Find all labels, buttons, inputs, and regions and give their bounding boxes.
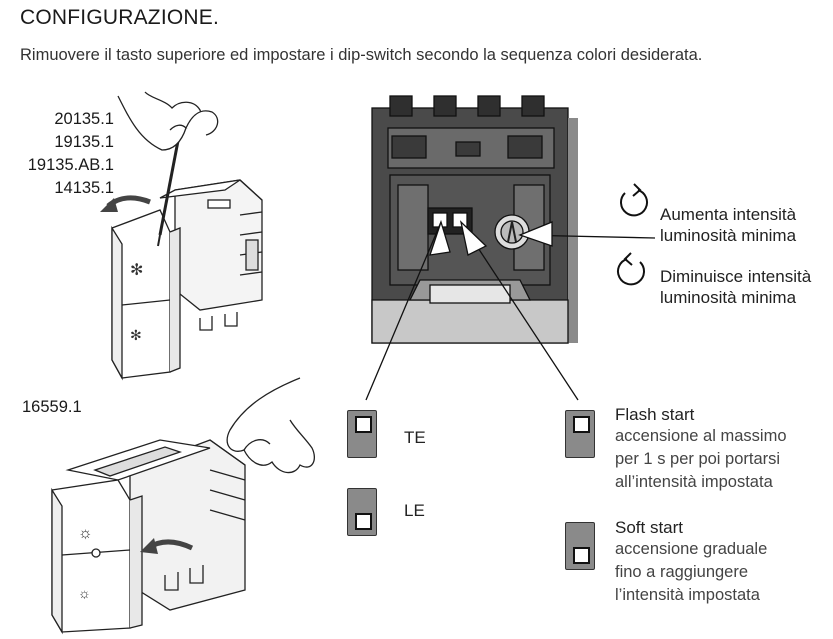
device-bottom-illustration: ☼ ☼ [51,377,315,635]
flash-start-line: all’intensità impostata [615,473,773,491]
dip-switch-lever [573,547,590,564]
dip-switch-le-icon [347,488,377,536]
flash-start-line: per 1 s per poi portarsi [615,450,781,468]
flash-start-description: Flash start accensione al massimo per 1 … [615,404,787,494]
soft-start-line: fino a raggiungere [615,563,749,581]
svg-text:✻: ✻ [130,327,142,343]
increase-label: Aumenta intensità luminosità minima [660,204,796,246]
svg-text:☼: ☼ [78,585,91,601]
decrease-label: Diminuisce intensità luminosità minima [660,266,811,308]
page-title: CONFIGURAZIONE. [20,6,220,29]
device-code: 19135.1 [54,133,114,151]
device-top-illustration: ✻ ✻ [100,91,263,381]
flash-start-line: accensione al massimo [615,427,787,445]
decrease-label-line: luminosità minima [660,288,797,307]
rotate-clockwise-icon [620,183,648,217]
device-code-bottom: 16559.1 [22,398,82,416]
device-codes-top: 20135.1 19135.1 19135.AB.1 14135.1 [14,108,114,200]
soft-start-line: l’intensità impostata [615,586,760,604]
rotate-counterclockwise-icon [617,252,645,286]
soft-start-description: Soft start accensione graduale fino a ra… [615,517,767,607]
soft-start-line: accensione graduale [615,540,768,558]
page-subtitle: Rimuovere il tasto superiore ed impostar… [20,46,703,64]
te-label: TE [404,428,426,447]
dip-switch-te-icon [347,410,377,458]
svg-text:✻: ✻ [130,262,143,279]
decrease-label-line: Diminuisce intensità [660,267,812,286]
device-center-illustration [365,95,656,401]
increase-label-line: Aumenta intensità [660,205,797,224]
device-code: 20135.1 [54,110,114,128]
flash-start-title: Flash start [615,405,695,424]
le-label: LE [404,501,425,520]
dip-switch-lever [355,416,372,433]
device-code: 14135.1 [54,179,114,197]
dip-switch-soft-icon [565,522,595,570]
dip-switch-lever [355,513,372,530]
increase-label-line: luminosità minima [660,226,797,245]
dip-switch-flash-icon [565,410,595,458]
soft-start-title: Soft start [615,518,684,537]
device-code: 19135.AB.1 [27,156,114,174]
dip-switch-lever [573,416,590,433]
svg-text:☼: ☼ [78,525,93,542]
